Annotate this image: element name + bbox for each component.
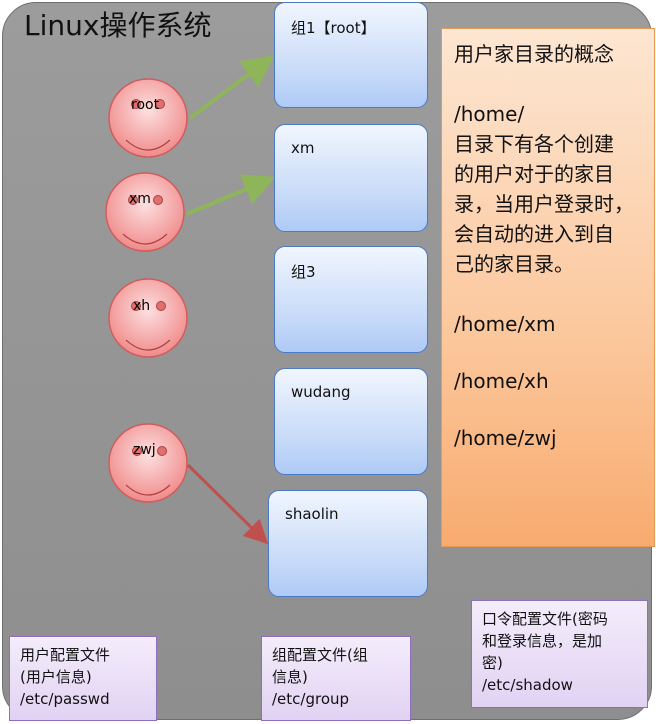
config-line: 口令配置文件(密码 (482, 610, 608, 628)
note-desc-line: 的用户对于的家目 (454, 162, 614, 186)
config-path: /etc/group (272, 690, 350, 708)
group-box-group3: 组3 (274, 246, 428, 353)
note-desc-line: 目录下有各个创建 (454, 132, 614, 156)
user-label-xm: xm (129, 191, 151, 207)
group-label: wudang (291, 383, 351, 401)
config-line: 组配置文件(组 (272, 646, 368, 664)
user-face-xh (108, 278, 188, 358)
arrow-root-to-group1 (188, 55, 275, 120)
config-line: 和登录信息，是加 (482, 632, 603, 650)
diagram-title: Linux操作系统 (24, 9, 212, 42)
group-box-shaolin: shaolin (268, 490, 428, 597)
group-box-xm: xm (274, 124, 428, 232)
config-line: 用户配置文件 (20, 646, 111, 664)
user-label-zwj: zwj (133, 442, 156, 458)
note-example-path: /home/xh (454, 369, 549, 393)
user-label-xh: xh (133, 298, 151, 314)
note-example-path: /home/xm (454, 312, 556, 336)
user-label-root: root (131, 97, 160, 113)
user-face-root (108, 78, 188, 158)
config-shadow: 口令配置文件(密码 和登录信息，是加 密) /etc/shadow (471, 600, 648, 708)
config-line: (用户信息) (20, 668, 92, 686)
home-directory-note: 用户家目录的概念 /home/ 目录下有各个创建 的用户对于的家目 录，当用户登… (441, 28, 655, 547)
config-passwd: 用户配置文件 (用户信息) /etc/passwd (9, 636, 157, 721)
note-desc-line: 己的家目录。 (454, 252, 574, 276)
config-line: 密) (482, 654, 503, 672)
note-path: /home/ (454, 102, 525, 126)
note-example-path: /home/zwj (454, 426, 557, 450)
config-path: /etc/shadow (482, 676, 573, 694)
config-path: /etc/passwd (20, 690, 110, 708)
group-box-group1: 组1【root】 (274, 2, 428, 108)
group-label: 组1【root】 (291, 19, 376, 37)
arrow-xm-to-xm-group (186, 174, 276, 216)
config-line: 信息) (272, 668, 308, 686)
note-desc-line: 录，当用户登录时， (454, 192, 634, 216)
user-face-zwj (108, 423, 188, 503)
group-box-wudang: wudang (274, 368, 428, 475)
arrow-zwj-to-shaolin (186, 463, 269, 545)
note-heading: 用户家目录的概念 (454, 42, 614, 66)
note-desc-line: 会自动的进入到自 (454, 222, 614, 246)
group-label: 组3 (291, 263, 316, 281)
config-group: 组配置文件(组 信息) /etc/group (261, 636, 411, 721)
group-label: shaolin (285, 505, 339, 523)
user-face-xm (105, 172, 185, 252)
group-label: xm (291, 139, 315, 157)
